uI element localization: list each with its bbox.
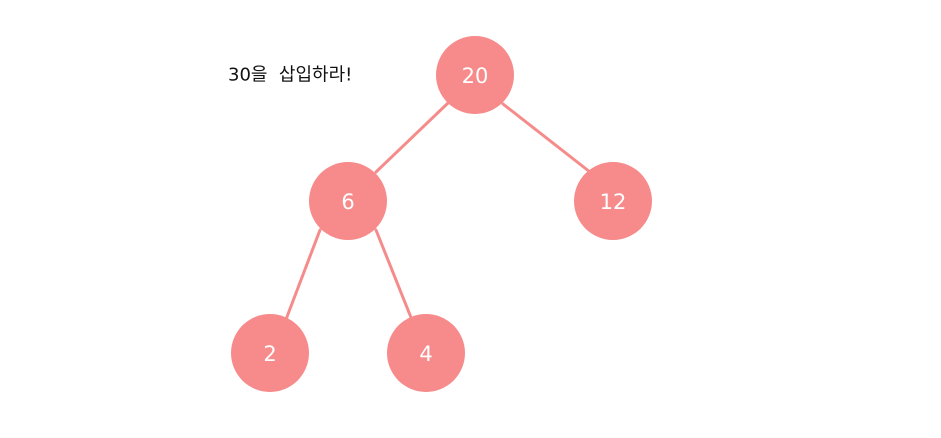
node-circle <box>436 36 514 114</box>
node-circle <box>387 314 465 392</box>
node-label: 6 <box>341 190 354 214</box>
edge-20-6 <box>374 101 450 174</box>
tree-node: 2 <box>231 314 309 392</box>
tree-nodes: 20 6 12 2 4 <box>231 36 652 392</box>
tree-node: 12 <box>574 162 652 240</box>
node-label: 20 <box>462 64 489 88</box>
edge-6-4 <box>374 228 414 322</box>
instruction-text: 30을 삽입하라! <box>228 65 352 86</box>
tree-node: 6 <box>309 162 387 240</box>
edge-6-2 <box>283 228 322 324</box>
tree-edges <box>283 101 592 324</box>
tree-node: 4 <box>387 314 465 392</box>
node-circle <box>309 162 387 240</box>
edge-20-12 <box>501 102 592 174</box>
node-circle <box>574 162 652 240</box>
node-label: 12 <box>600 190 627 214</box>
node-circle <box>231 314 309 392</box>
node-label: 4 <box>419 342 432 366</box>
tree-node: 20 <box>436 36 514 114</box>
node-label: 2 <box>263 342 276 366</box>
